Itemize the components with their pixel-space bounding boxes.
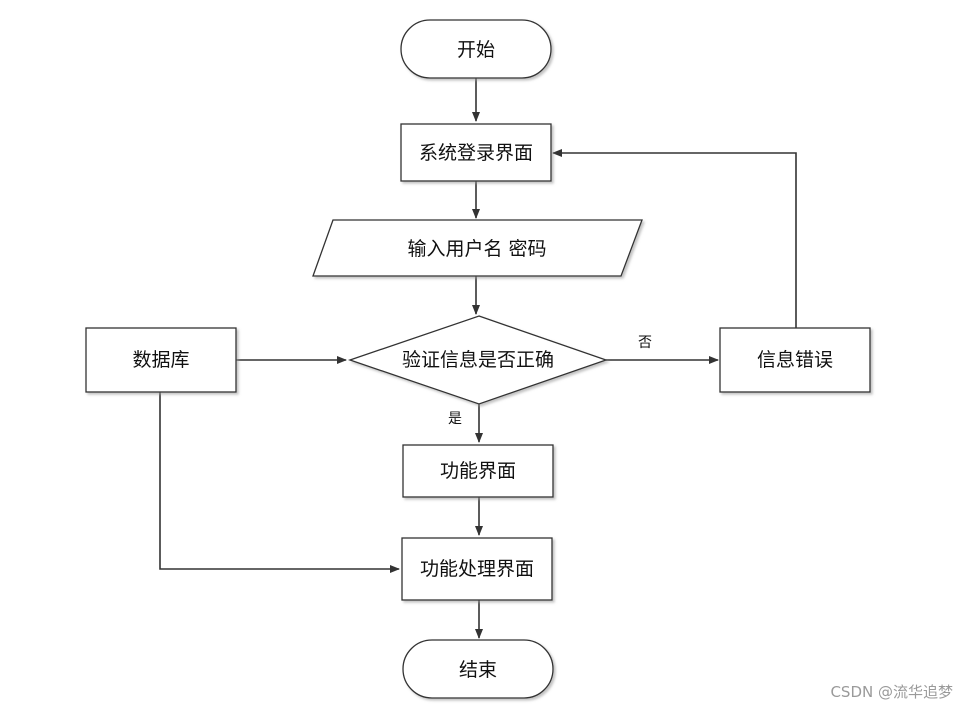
edge-database-to-processing	[159, 392, 400, 573]
node-end-label: 结束	[459, 659, 497, 681]
edge-label-yes: 是	[448, 411, 462, 427]
node-function-screen: 功能界面	[402, 444, 554, 498]
node-database: 数据库	[85, 327, 237, 393]
node-start-label: 开始	[457, 39, 495, 61]
node-verify-label: 验证信息是否正确	[402, 349, 554, 371]
node-start: 开始	[400, 19, 552, 79]
node-login-screen-label: 系统登录界面	[419, 142, 533, 164]
edge-label-no: 否	[638, 335, 652, 351]
node-login-screen: 系统登录界面	[400, 123, 552, 182]
node-error: 信息错误	[719, 327, 871, 393]
node-end: 结束	[402, 639, 554, 699]
node-database-label: 数据库	[132, 349, 189, 371]
node-processing-screen: 功能处理界面	[401, 537, 553, 601]
node-verify: 验证信息是否正确	[347, 315, 608, 405]
edges	[159, 78, 797, 639]
watermark: CSDN @流华追梦	[830, 683, 953, 701]
node-function-screen-label: 功能界面	[440, 460, 516, 482]
node-input-credentials: 输入用户名 密码	[312, 219, 643, 277]
node-input-credentials-label: 输入用户名 密码	[407, 238, 546, 260]
node-processing-screen-label: 功能处理界面	[420, 558, 534, 580]
node-error-label: 信息错误	[757, 349, 833, 371]
edge-error-to-login	[552, 149, 797, 328]
